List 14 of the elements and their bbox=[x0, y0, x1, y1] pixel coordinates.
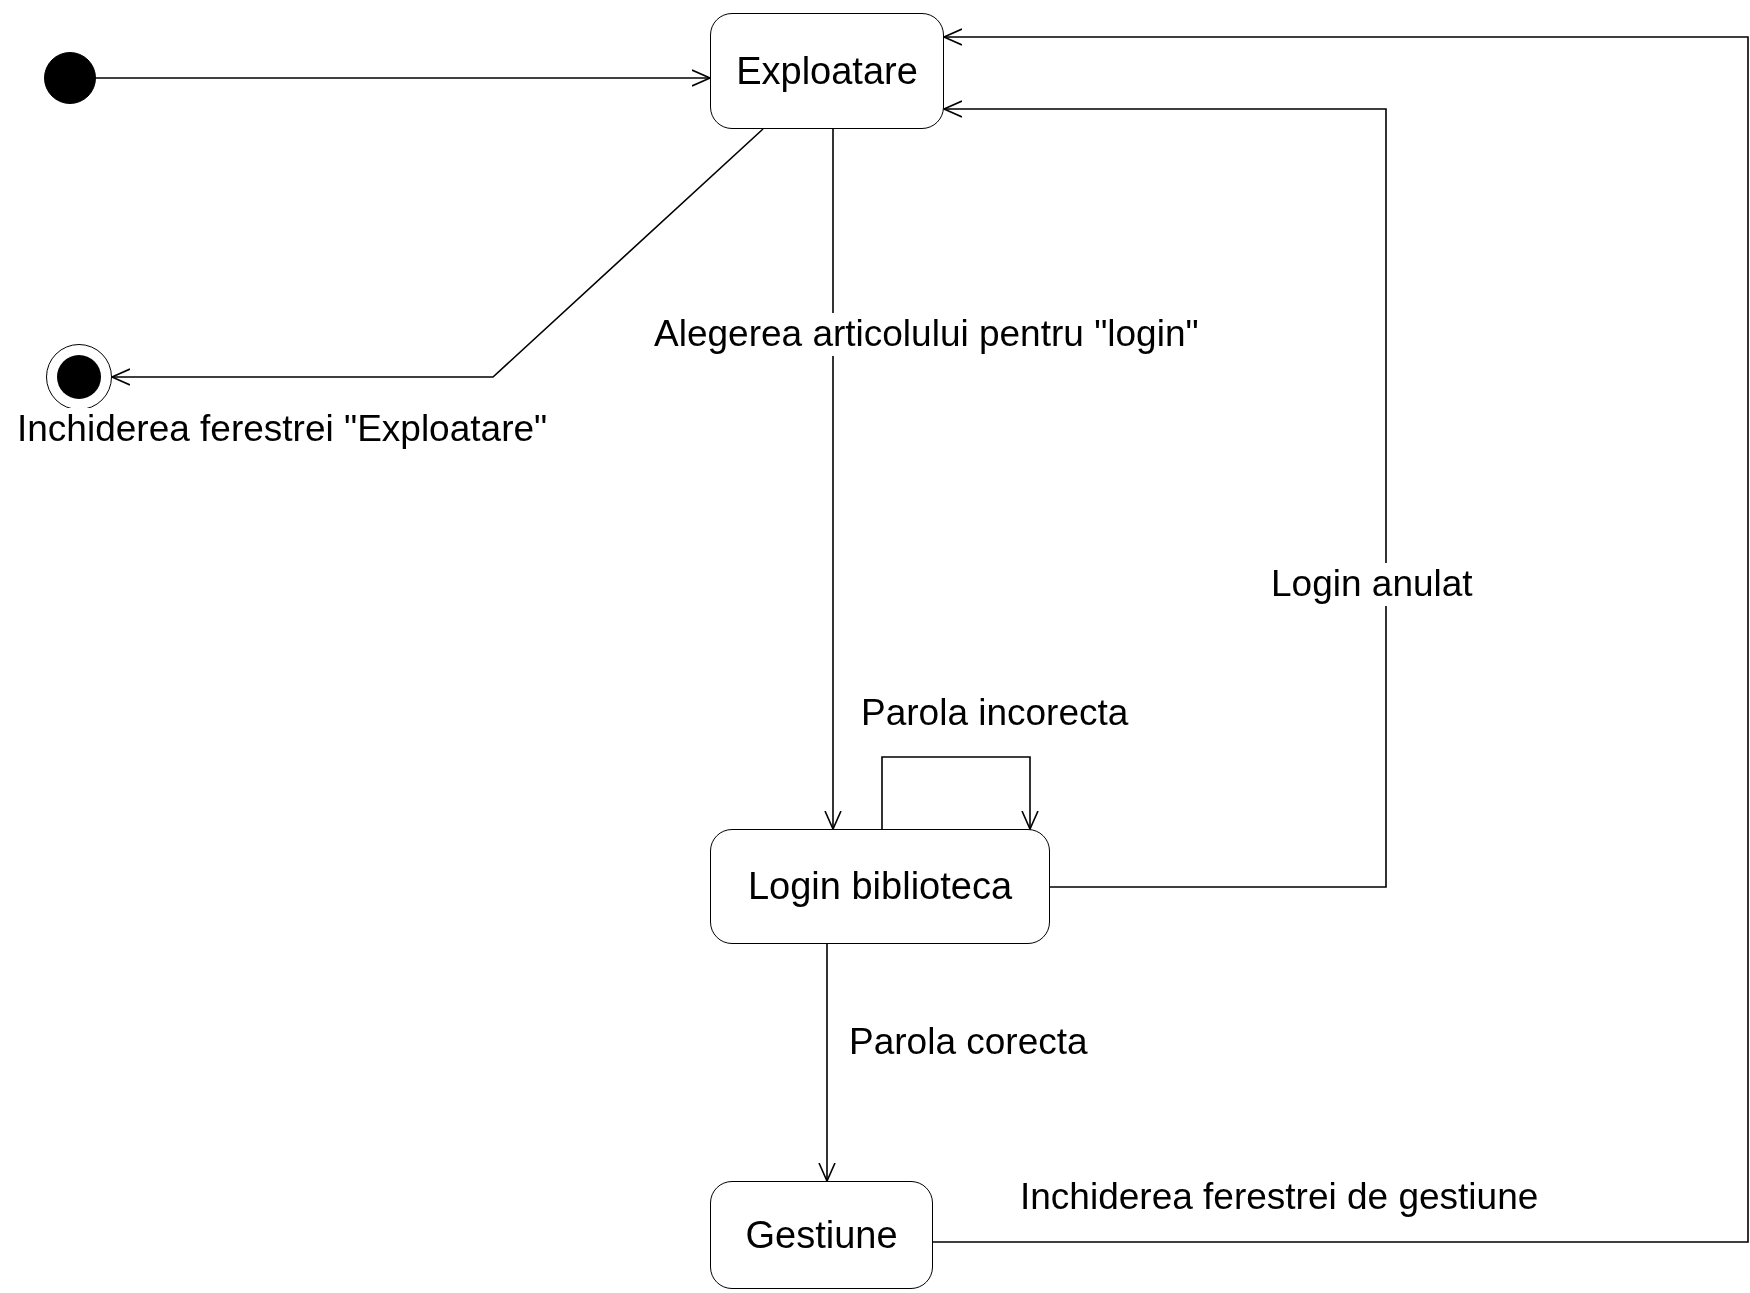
state-box bbox=[710, 829, 1050, 944]
initial-state-circle bbox=[44, 52, 96, 104]
transition-arrow bbox=[95, 69, 711, 87]
state-name: Exploatare bbox=[736, 49, 918, 93]
state-box bbox=[710, 1181, 933, 1289]
transition-arrow bbox=[824, 128, 842, 830]
transition-arrow bbox=[932, 28, 1749, 1243]
transition-arrow bbox=[943, 100, 1387, 888]
state-name: Gestiune bbox=[745, 1213, 898, 1257]
state-box bbox=[710, 13, 944, 129]
transition-arrow bbox=[881, 756, 1039, 830]
state-name: Login biblioteca bbox=[747, 865, 1013, 908]
transition-arrow bbox=[818, 943, 836, 1182]
transition-arrow bbox=[111, 128, 764, 386]
